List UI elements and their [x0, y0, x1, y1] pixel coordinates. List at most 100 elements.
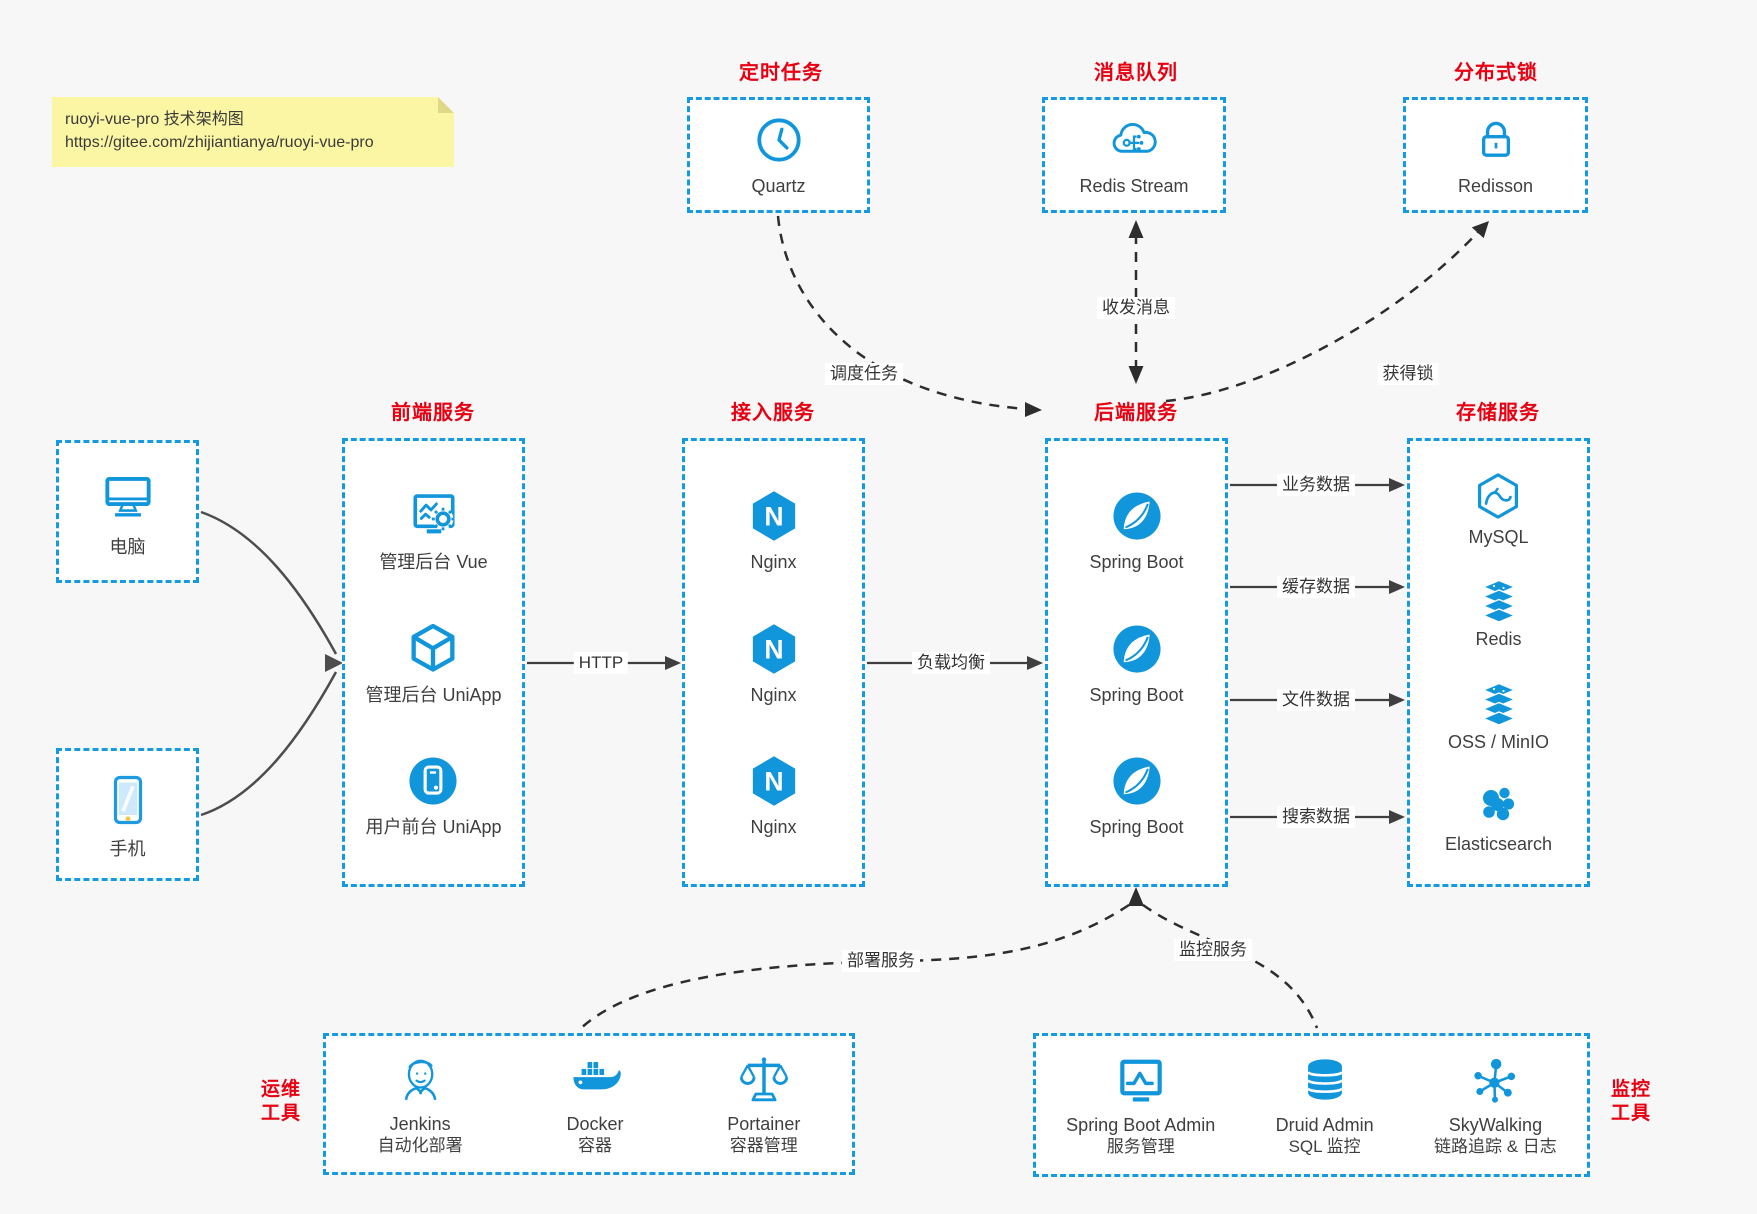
- spring-boot-icon: [1112, 757, 1161, 805]
- user-uniapp-label: 用户前台 UniApp: [365, 816, 502, 837]
- redisson-box: Redisson: [1403, 97, 1588, 213]
- arrowhead-file: [1389, 693, 1405, 707]
- column-title-frontend: 前端服务: [391, 402, 475, 424]
- spring-boot-admin-icon: [1119, 1059, 1162, 1102]
- portainer-desc: 容器管理: [729, 1136, 798, 1155]
- pc-client-box: 电脑: [56, 440, 199, 583]
- jenkins-icon: [404, 1059, 437, 1101]
- desktop-icon: [104, 476, 151, 517]
- arrowhead-schedule: [1025, 402, 1042, 417]
- edge-lock: [1165, 231, 1479, 403]
- arrowhead-business: [1389, 478, 1405, 492]
- group-title-message-queue: 消息队列: [1094, 62, 1178, 84]
- spring-boot-icon: [1112, 624, 1161, 673]
- edge-label-business-data: 业务数据: [1277, 474, 1355, 496]
- nginx-icon: N: [752, 491, 795, 542]
- backend-column-box: Spring Boot Spring Boot Spring Boot: [1045, 438, 1228, 887]
- gateway-column-box: N Nginx N Nginx N Nginx: [682, 438, 865, 887]
- monitor-tools-title: 监控 工具: [1602, 1078, 1660, 1126]
- item-springboot-1: Spring Boot: [1089, 487, 1184, 573]
- item-springboot-3: Spring Boot: [1089, 752, 1184, 838]
- group-title-scheduled-jobs: 定时任务: [739, 62, 823, 84]
- arrowhead-frontend: [325, 654, 343, 672]
- skywalking-desc: 链路追踪 & 日志: [1434, 1137, 1557, 1156]
- cloud-mq-icon: [1112, 123, 1157, 153]
- edge-label-http: HTTP: [573, 652, 629, 674]
- column-title-storage: 存储服务: [1456, 402, 1540, 424]
- edge-label-load-balance: 负载均衡: [912, 652, 990, 674]
- storage-column-box: MySQL Redis OSS / MinIO: [1407, 438, 1590, 887]
- edge-deploy: [578, 903, 1130, 1031]
- redis-label: Redis: [1475, 629, 1522, 650]
- item-user-uniapp: 用户前台 UniApp: [365, 752, 502, 838]
- edge-phone-to-frontend: [200, 671, 338, 817]
- admin-vue-label: 管理后台 Vue: [379, 552, 488, 573]
- item-springboot-2: Spring Boot: [1089, 620, 1184, 706]
- jenkins-desc: 自动化部署: [377, 1136, 463, 1155]
- item-mysql: MySQL: [1468, 470, 1529, 548]
- item-docker: Docker 容器: [566, 1052, 624, 1156]
- elasticsearch-label: Elasticsearch: [1444, 834, 1553, 855]
- edge-pc-to-frontend: [200, 510, 338, 655]
- edge-label-deploy: 部署服务: [842, 950, 920, 972]
- monitor-title-line2: 工具: [1610, 1103, 1651, 1124]
- item-nginx-2: N Nginx: [745, 620, 803, 706]
- arrowhead-load-balance: [1027, 656, 1043, 670]
- arrowhead-http: [665, 656, 681, 670]
- oss-stack-icon: [1481, 682, 1516, 726]
- item-spring-boot-admin: Spring Boot Admin 服务管理: [1066, 1053, 1215, 1157]
- monitor-title-line1: 监控: [1610, 1079, 1651, 1100]
- nginx-icon: N: [752, 623, 795, 674]
- ops-tools-title: 运维 工具: [252, 1078, 310, 1126]
- springboot-label: Spring Boot: [1089, 684, 1184, 705]
- group-title-distributed-lock: 分布式锁: [1454, 62, 1538, 84]
- item-oss-minio: OSS / MinIO: [1448, 679, 1549, 753]
- edge-label-cache-data: 缓存数据: [1277, 576, 1355, 598]
- portainer-name: Portainer: [727, 1114, 801, 1134]
- druid-desc: SQL 监控: [1288, 1137, 1361, 1156]
- arrowhead-lock: [1471, 221, 1489, 239]
- jenkins-name: Jenkins: [389, 1114, 451, 1134]
- redis-stream-label: Redis Stream: [1079, 176, 1189, 196]
- mysql-icon: [1478, 472, 1519, 519]
- phone-client-box: 手机: [56, 748, 199, 881]
- skywalking-name: SkyWalking: [1448, 1115, 1543, 1135]
- docker-name: Docker: [566, 1114, 624, 1134]
- arrowhead-message-down: [1128, 366, 1144, 384]
- elasticsearch-icon: [1483, 788, 1515, 821]
- note-url: https://gitee.com/zhijiantianya/ruoyi-vu…: [65, 134, 374, 151]
- nginx-label: Nginx: [750, 684, 797, 705]
- edge-label-file-data: 文件数据: [1277, 689, 1355, 711]
- springboot-label: Spring Boot: [1089, 816, 1184, 837]
- pc-label: 电脑: [109, 536, 146, 557]
- spring-boot-icon: [1112, 492, 1161, 540]
- ops-title-line1: 运维: [260, 1079, 301, 1100]
- redis-stack-icon: [1481, 579, 1516, 623]
- svg-text:N: N: [764, 766, 783, 796]
- column-title-backend: 后端服务: [1094, 402, 1178, 424]
- springboot-label: Spring Boot: [1089, 552, 1184, 573]
- arrowhead-cache: [1389, 580, 1405, 594]
- nginx-icon: N: [752, 755, 795, 806]
- arrowhead-search: [1389, 810, 1405, 824]
- redis-stream-box: Redis Stream: [1042, 97, 1226, 213]
- monitor-tools-box: Spring Boot Admin 服务管理 Druid Admin SQL 监…: [1033, 1033, 1590, 1177]
- nginx-label: Nginx: [750, 816, 797, 837]
- edge-label-monitor: 监控服务: [1174, 939, 1252, 961]
- item-admin-vue: 管理后台 Vue: [379, 487, 488, 573]
- edge-monitor: [1142, 903, 1319, 1029]
- ops-tools-box: Jenkins 自动化部署 Docker 容器: [323, 1033, 855, 1175]
- item-jenkins: Jenkins 自动化部署: [378, 1052, 463, 1156]
- skywalking-network-icon: [1474, 1058, 1516, 1103]
- quartz-label: Quartz: [751, 176, 806, 196]
- uniapp-cube-icon: [411, 623, 455, 672]
- druid-database-icon: [1306, 1059, 1343, 1100]
- redisson-label: Redisson: [1457, 176, 1534, 196]
- edge-label-schedule: 调度任务: [825, 363, 903, 385]
- portainer-scales-icon: [739, 1057, 789, 1102]
- oss-minio-label: OSS / MinIO: [1447, 731, 1550, 752]
- nginx-label: Nginx: [750, 552, 797, 573]
- frontend-column-box: 管理后台 Vue 管理后台 UniApp 用户前台 UniApp: [342, 438, 525, 887]
- item-redis: Redis: [1474, 576, 1524, 650]
- sticky-note: ruoyi-vue-pro 技术架构图 https://gitee.com/zh…: [52, 97, 454, 167]
